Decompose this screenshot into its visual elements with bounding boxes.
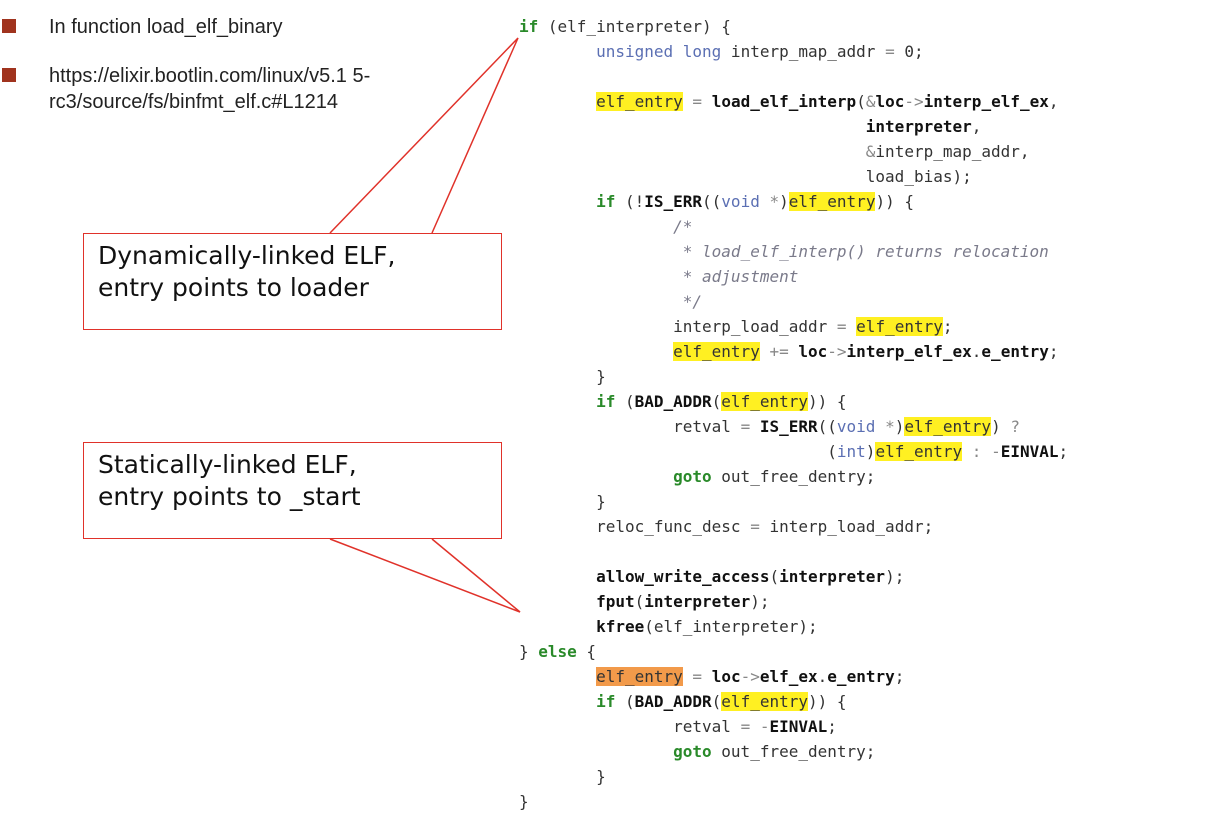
bullet-square-icon: [2, 19, 16, 33]
callout-line: entry points to loader: [98, 273, 369, 302]
bullet-text: In function load_elf_binary: [49, 16, 283, 38]
callout-line: Dynamically-linked ELF,: [98, 241, 396, 270]
source-link[interactable]: https://elixir.bootlin.com/linux/v5.1 5-…: [49, 65, 371, 113]
code-listing: if (elf_interpreter) { unsigned long int…: [519, 17, 1069, 811]
callout-static-elf: Statically-linked ELF, entry points to _…: [83, 442, 502, 539]
callout-line: Statically-linked ELF,: [98, 450, 357, 479]
callout-dynamic-elf: Dynamically-linked ELF, entry points to …: [83, 233, 502, 330]
callout-dynamic-pointer: [329, 37, 519, 234]
callout-static-pointer: [329, 538, 521, 613]
callout-line: entry points to _start: [98, 482, 361, 511]
bullet-square-icon: [2, 68, 16, 82]
